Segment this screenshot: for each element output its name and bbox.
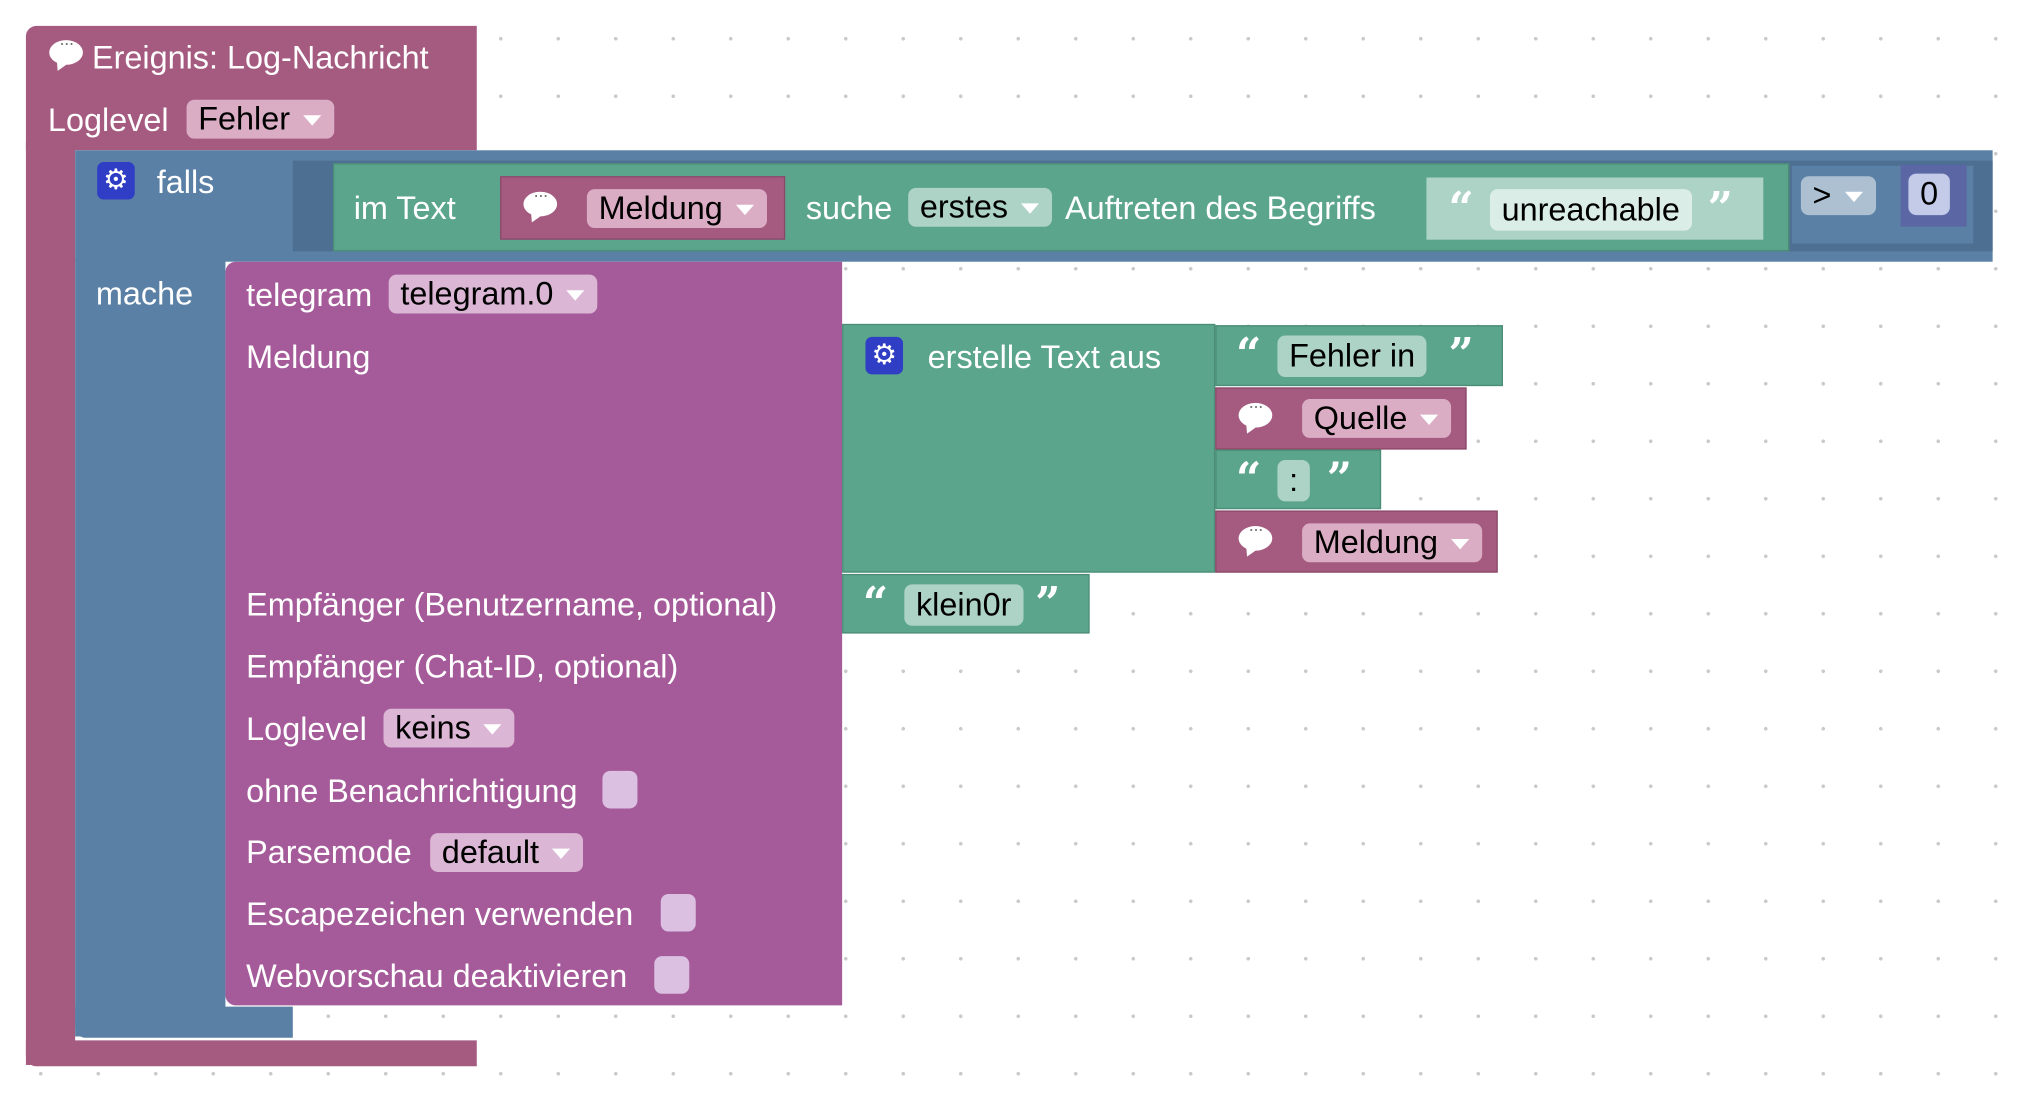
if-block-footer	[75, 1006, 293, 1038]
open-quote-icon: “	[1448, 182, 1474, 235]
in-text-label: im Text	[353, 190, 456, 227]
escape-label: Escapezeichen verwenden	[246, 896, 634, 933]
gear-icon[interactable]: ⚙	[97, 161, 135, 200]
recipient-text-value[interactable]: klein0r	[904, 584, 1024, 626]
open-quote-icon: “	[862, 577, 889, 630]
search-term-value[interactable]: unreachable	[1489, 189, 1692, 231]
text1-value[interactable]: Fehler in	[1277, 335, 1427, 378]
close-quote-icon: ”	[1707, 182, 1733, 235]
silent-checkbox[interactable]	[602, 770, 638, 809]
telegram-instance-dropdown[interactable]: telegram.0	[388, 274, 598, 314]
telegram-loglevel-label: Loglevel	[246, 711, 367, 748]
find-mode-dropdown[interactable]: erstes	[908, 187, 1053, 227]
open-quote-icon: “	[1236, 453, 1262, 506]
close-quote-icon: ”	[1035, 577, 1061, 630]
if-block-arm	[75, 259, 226, 1037]
event-loglevel-label: Loglevel	[47, 102, 169, 139]
message-var-dropdown-2[interactable]: Meldung	[1302, 523, 1483, 563]
join-text-block[interactable]	[842, 323, 1216, 573]
message-var-dropdown[interactable]: Meldung	[586, 189, 767, 229]
close-quote-icon: ”	[1326, 453, 1353, 506]
webpreview-checkbox[interactable]	[654, 956, 690, 994]
speech-bubble-icon	[49, 32, 83, 65]
event-title: Ereignis: Log-Nachricht	[91, 40, 429, 77]
compare-operator-dropdown[interactable]: >	[1800, 176, 1876, 216]
parsemode-dropdown[interactable]: default	[430, 833, 584, 872]
number-value[interactable]: 0	[1908, 173, 1950, 216]
text2-value[interactable]: :	[1277, 459, 1310, 502]
open-quote-icon: “	[1236, 329, 1262, 381]
find-label: suche	[805, 190, 893, 227]
speech-bubble-icon	[1238, 395, 1273, 428]
close-quote-icon: ”	[1448, 329, 1474, 381]
parsemode-label: Parsemode	[246, 834, 412, 871]
if-label: falls	[156, 164, 215, 201]
telegram-message-label: Meldung	[246, 339, 371, 376]
speech-bubble-icon	[1238, 518, 1273, 551]
telegram-label: telegram	[246, 277, 373, 314]
recipient-chat-label: Empfänger (Chat-ID, optional)	[246, 649, 679, 686]
webpreview-label: Webvorschau deaktivieren	[246, 958, 628, 996]
recipient-user-label: Empfänger (Benutzername, optional)	[246, 586, 778, 624]
gear-icon[interactable]: ⚙	[865, 336, 904, 375]
do-label: mache	[95, 275, 194, 313]
speech-bubble-icon	[523, 184, 558, 217]
event-loglevel-dropdown[interactable]: Fehler	[186, 99, 335, 139]
event-block-arm	[25, 142, 76, 1065]
telegram-block[interactable]	[225, 261, 843, 1006]
escape-checkbox[interactable]	[660, 893, 696, 932]
event-block-footer	[25, 1040, 477, 1067]
join-label: erstelle Text aus	[927, 339, 1162, 376]
silent-label: ohne Benachrichtigung	[246, 773, 578, 810]
source-var-dropdown[interactable]: Quelle	[1302, 399, 1452, 438]
occurrence-label: Auftreten des Begriffs	[1064, 190, 1376, 227]
telegram-loglevel-dropdown[interactable]: keins	[383, 708, 515, 748]
